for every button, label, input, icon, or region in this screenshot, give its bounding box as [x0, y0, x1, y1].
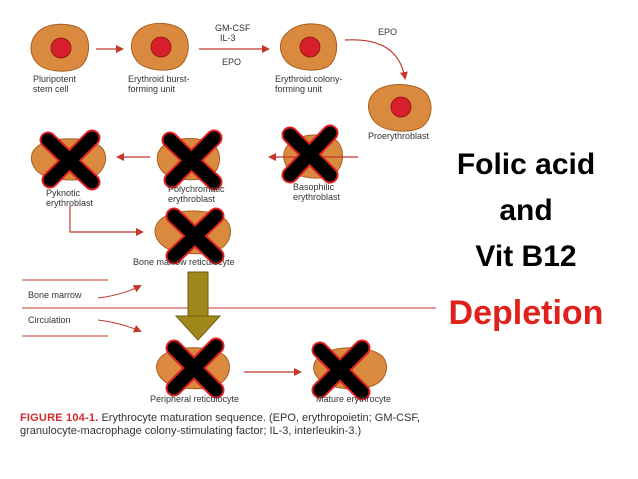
- cell-bfu: [131, 22, 189, 71]
- bone-marrow-pointer: [97, 285, 142, 299]
- label-pluripotent: Pluripotent stem cell: [33, 74, 77, 94]
- side-text-depletion: Depletion: [448, 294, 604, 332]
- depletion-cross-peripheral-reticulocyte: [165, 337, 225, 399]
- figure-caption: FIGURE 104-1. Erythrocyte maturation seq…: [20, 412, 460, 437]
- depletion-cross-polychromatic: [161, 129, 223, 191]
- label-mature-erythrocyte: Mature erythrocyte: [316, 394, 392, 404]
- cell-pluripotent-stem: [30, 23, 89, 72]
- label-pyknotic: Pyknotic erythroblast: [46, 188, 94, 208]
- label-polychromatic: Polychromatic erythroblast: [168, 184, 225, 204]
- label-cfu-factor: EPO: [378, 27, 398, 37]
- cell-proerythroblast: [368, 84, 432, 132]
- cell-cfu: [280, 23, 338, 71]
- figure-caption-text: Erythrocyte maturation sequence. (EPO, e…: [20, 412, 420, 437]
- label-proerythroblast: Proerythroblast: [368, 131, 430, 141]
- circulation-pointer: [97, 319, 142, 333]
- label-bfu: Erythroid burst-forming unit: [128, 74, 190, 94]
- label-bm-reticulocyte: Bone marrow reticulocyte: [133, 257, 235, 267]
- label-bfu-factor-3: EPO: [222, 57, 242, 67]
- label-bone-marrow: Bone marrow: [28, 290, 82, 300]
- label-cfu: Erythroid colony-forming unit: [275, 74, 343, 94]
- arrow-cfu-to-proerythroblast: [344, 39, 408, 80]
- bone-marrow-to-circulation-arrow: [174, 271, 222, 341]
- side-text-vit-b12: Vit B12: [475, 240, 577, 273]
- arrow-pyknotic-to-bm-reticulocyte: [69, 206, 144, 236]
- side-text-and: and: [499, 194, 553, 227]
- side-text-folic-acid: Folic acid: [456, 148, 596, 181]
- label-peripheral-reticulocyte: Peripheral reticulocyte: [150, 394, 240, 404]
- depletion-cross-basophilic: [281, 124, 339, 184]
- label-bfu-factor-1: GM-CSF: [215, 23, 251, 33]
- label-basophilic: Basophilic erythroblast: [293, 182, 341, 202]
- depletion-cross-mature-erythrocyte: [311, 339, 371, 401]
- label-circulation: Circulation: [28, 315, 71, 325]
- label-bfu-factor-2: IL-3: [220, 33, 236, 43]
- depletion-cross-bm-reticulocyte: [165, 207, 225, 265]
- figure-label: FIGURE 104-1.: [20, 412, 99, 424]
- depletion-cross-pyknotic: [39, 129, 101, 191]
